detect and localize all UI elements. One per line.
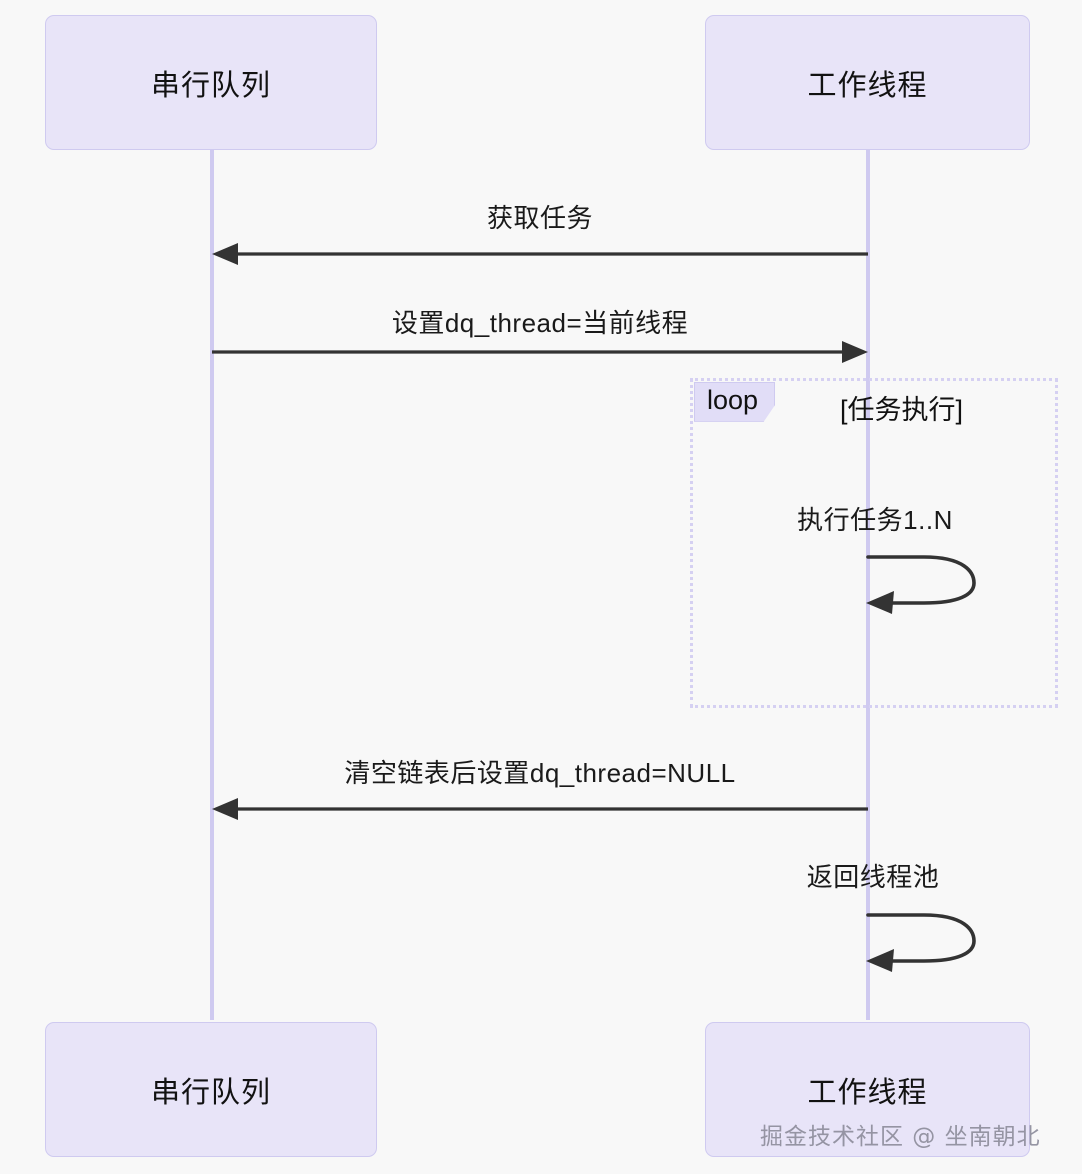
- message-arrow-execute-tasks: [866, 555, 976, 614]
- message-arrow-return-pool: [866, 913, 976, 972]
- participant-label-serial-queue-top: 串行队列: [150, 69, 271, 102]
- participant-serial-queue-bottom[interactable]: 串行队列: [45, 1022, 377, 1157]
- message-label-get-task: 获取任务: [486, 203, 593, 233]
- loop-fragment-condition: [任务执行]: [840, 395, 964, 425]
- message-label-clear-list: 清空链表后设置dq_thread=NULL: [344, 758, 736, 788]
- lifeline-serial-queue: [210, 150, 214, 1020]
- participant-worker-thread-top[interactable]: 工作线程: [705, 15, 1030, 150]
- participant-serial-queue-top[interactable]: 串行队列: [45, 15, 377, 150]
- loop-fragment-box: [690, 378, 1058, 708]
- loop-fragment-tag: loop: [694, 382, 776, 422]
- message-label-execute-tasks: 执行任务1..N: [797, 505, 953, 535]
- message-arrow-clear-list: [212, 798, 868, 820]
- participant-label-worker-thread-top: 工作线程: [807, 69, 928, 102]
- lifeline-worker-thread: [866, 150, 870, 1020]
- participant-worker-thread-bottom[interactable]: 工作线程: [705, 1022, 1030, 1157]
- message-label-return-pool: 返回线程池: [806, 862, 940, 892]
- participant-label-worker-thread-bottom: 工作线程: [807, 1076, 928, 1109]
- watermark-text: 掘金技术社区 @ 坐南朝北: [760, 1124, 1041, 1150]
- message-label-set-dq-thread: 设置dq_thread=当前线程: [391, 308, 689, 338]
- participant-label-serial-queue-bottom: 串行队列: [150, 1076, 271, 1109]
- message-arrow-set-dq-thread: [212, 341, 868, 363]
- message-arrow-get-task: [212, 243, 868, 265]
